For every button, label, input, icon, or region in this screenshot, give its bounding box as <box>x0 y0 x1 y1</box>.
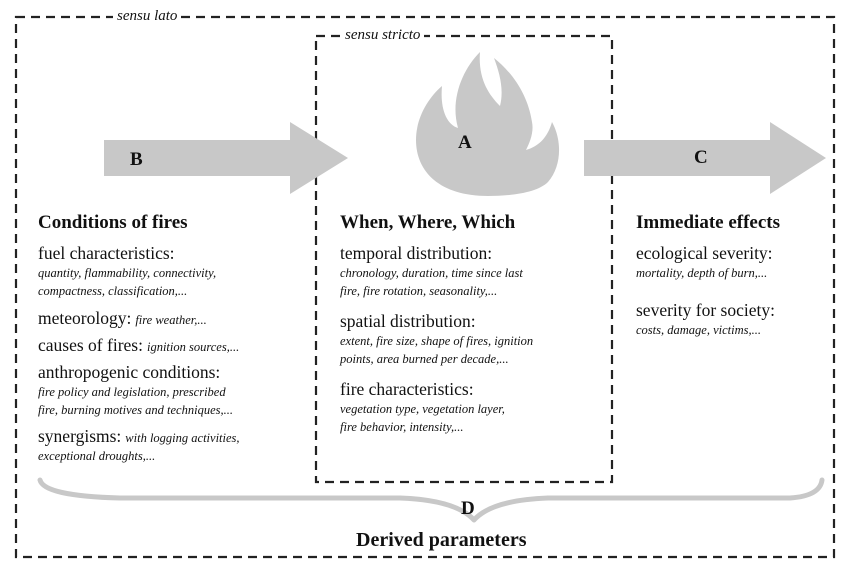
right-column: Immediate effects ecological severity: m… <box>636 212 831 339</box>
marker-c: C <box>694 147 708 168</box>
meteorology-detail: fire weather,... <box>135 313 207 327</box>
spatial-detail-2: points, area burned per decade,... <box>340 352 509 366</box>
fuel-title: fuel characteristics: <box>38 243 175 263</box>
outer-frame-label: sensu lato <box>113 8 182 24</box>
marker-a: A <box>458 132 472 153</box>
center-column: When, Where, Which temporal distribution… <box>340 212 608 436</box>
anthropogenic-detail-1: fire policy and legislation, prescribed <box>38 385 226 399</box>
synergisms-detail-2: exceptional droughts,... <box>38 449 156 463</box>
ecological-severity-title: ecological severity: <box>636 243 773 263</box>
synergisms-row: synergisms: with logging activities, <box>38 426 308 447</box>
causes-row: causes of fires: ignition sources,... <box>38 335 308 356</box>
fire-characteristics-title: fire characteristics: <box>340 379 474 399</box>
fire-characteristics-detail-2: fire behavior, intensity,... <box>340 420 464 434</box>
synergisms-title: synergisms: <box>38 426 122 446</box>
temporal-detail-1: chronology, duration, time since last <box>340 266 523 280</box>
temporal-title: temporal distribution: <box>340 243 493 263</box>
fire-characteristics-detail-1: vegetation type, vegetation layer, <box>340 402 505 416</box>
brace-d <box>37 477 825 523</box>
meteorology-row: meteorology: fire weather,... <box>38 308 308 329</box>
marker-d: D <box>461 498 475 519</box>
arrow-c <box>584 122 826 194</box>
outer-frame <box>14 15 836 559</box>
conditions-heading: Conditions of fires <box>38 212 188 233</box>
synergisms-detail: with logging activities, <box>125 431 240 445</box>
meteorology-title: meteorology: <box>38 308 132 328</box>
severity-society-title: severity for society: <box>636 300 775 320</box>
flame-icon <box>416 52 560 196</box>
immediate-effects-heading: Immediate effects <box>636 212 781 233</box>
severity-society-detail: costs, damage, victims,... <box>636 323 761 337</box>
causes-title: causes of fires: <box>38 335 143 355</box>
derived-parameters-label: Derived parameters <box>356 529 527 551</box>
arrow-b <box>104 122 348 194</box>
when-where-which-heading: When, Where, Which <box>340 212 516 233</box>
inner-frame-label: sensu stricto <box>341 27 425 43</box>
fuel-detail-2: compactness, classification,... <box>38 284 188 298</box>
marker-b: B <box>130 149 143 170</box>
left-column: Conditions of fires fuel characteristics… <box>38 212 308 465</box>
causes-detail: ignition sources,... <box>146 340 240 354</box>
anthropogenic-title: anthropogenic conditions: <box>38 362 221 382</box>
anthropogenic-detail-2: fire, burning motives and techniques,... <box>38 403 233 417</box>
inner-frame <box>314 34 614 484</box>
ecological-severity-detail: mortality, depth of burn,... <box>636 266 768 280</box>
spatial-title: spatial distribution: <box>340 311 476 331</box>
fuel-detail-1: quantity, flammability, connectivity, <box>38 266 217 280</box>
spatial-detail-1: extent, fire size, shape of fires, ignit… <box>340 334 534 348</box>
temporal-detail-2: fire, fire rotation, seasonality,... <box>340 284 498 298</box>
